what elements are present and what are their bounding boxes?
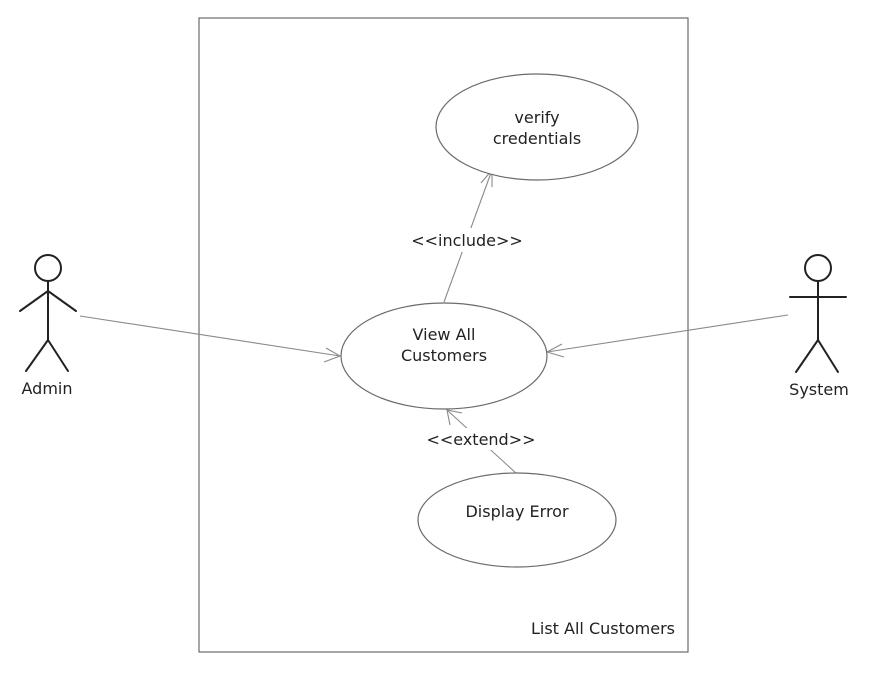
admin-association-line [79, 315, 341, 357]
actor-system-label: System [789, 380, 849, 399]
extend-arrowhead [446, 409, 463, 426]
extend-label-bg [416, 428, 546, 450]
system-association-line [546, 314, 789, 353]
admin-association-arrowhead [323, 347, 342, 363]
include-label: <<include>> [411, 231, 523, 250]
use-case-view-all-line-1: View All [413, 325, 476, 344]
use-case-display-error-label: Display Error [465, 502, 568, 521]
system-boundary-label: List All Customers [531, 619, 675, 638]
use-case-verify-credentials: verify credentials [435, 73, 639, 181]
use-case-display-error: Display Error [417, 472, 617, 568]
use-case-view-all-line-2: Customers [401, 346, 487, 365]
actor-system: System [789, 254, 849, 399]
actor-admin-figure-icon [19, 254, 77, 372]
use-case-view-all-customers: View All Customers [340, 302, 548, 410]
actor-system-figure-icon [789, 254, 847, 373]
use-case-verify-line-1: verify [514, 108, 559, 127]
include-label-bg [402, 228, 530, 252]
actor-admin: Admin [19, 254, 77, 398]
use-case-verify-line-2: credentials [493, 129, 581, 148]
actor-admin-label: Admin [22, 379, 73, 398]
extend-label: <<extend>> [426, 430, 535, 449]
